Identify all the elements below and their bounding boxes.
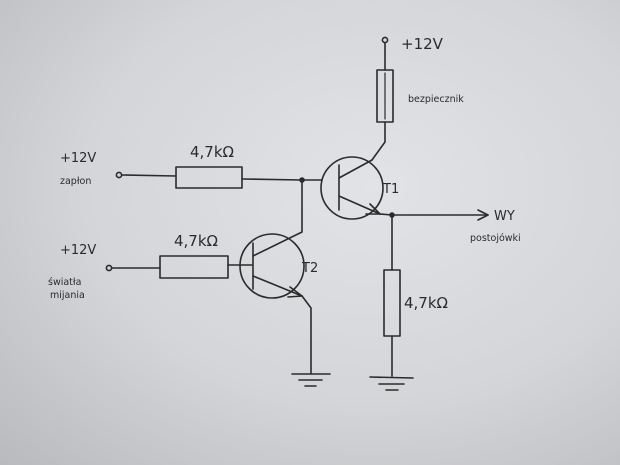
label-t1: T1: [382, 182, 399, 197]
label-input2-line1: światła: [48, 277, 81, 288]
label-output-sub: postojówki: [470, 233, 521, 244]
wire-t2-to-ground: [301, 295, 312, 374]
wire-r1-to-t1-base: [241, 178, 323, 181]
transistor-t2: [239, 233, 305, 299]
resistor-r2: [159, 255, 229, 279]
label-r2: 4,7kΩ: [174, 232, 218, 250]
label-r3: 4,7kΩ: [404, 294, 448, 312]
resistor-r3: [383, 269, 401, 337]
label-t2: T2: [301, 261, 318, 276]
t2-emitter: [252, 275, 303, 297]
supply-terminal-top: [381, 36, 389, 44]
label-supply-top: +12V: [401, 35, 444, 53]
output-arrow: [477, 209, 489, 221]
t1-emitter: [338, 195, 381, 215]
label-fuse: bezpiecznik: [408, 94, 464, 105]
label-output: WY: [494, 209, 515, 224]
label-supply-in1: +12V: [60, 151, 96, 166]
wire-output: [379, 213, 489, 216]
t1-collector: [338, 159, 373, 179]
wire-fuse-to-t1: [371, 121, 386, 161]
ground-symbol-right: [369, 376, 414, 391]
label-r1: 4,7kΩ: [190, 143, 234, 161]
transistor-t1: [320, 156, 384, 220]
label-input1: zapłon: [60, 176, 91, 187]
label-input2-line2: mijania: [50, 290, 85, 301]
resistor-r1: [175, 166, 243, 189]
input1-terminal: [115, 171, 123, 179]
wire-input1: [121, 174, 177, 177]
t2-collector: [252, 179, 303, 257]
ground-symbol-left: [291, 373, 331, 387]
input2-terminal: [105, 264, 113, 272]
label-supply-in2: +12V: [60, 243, 96, 258]
